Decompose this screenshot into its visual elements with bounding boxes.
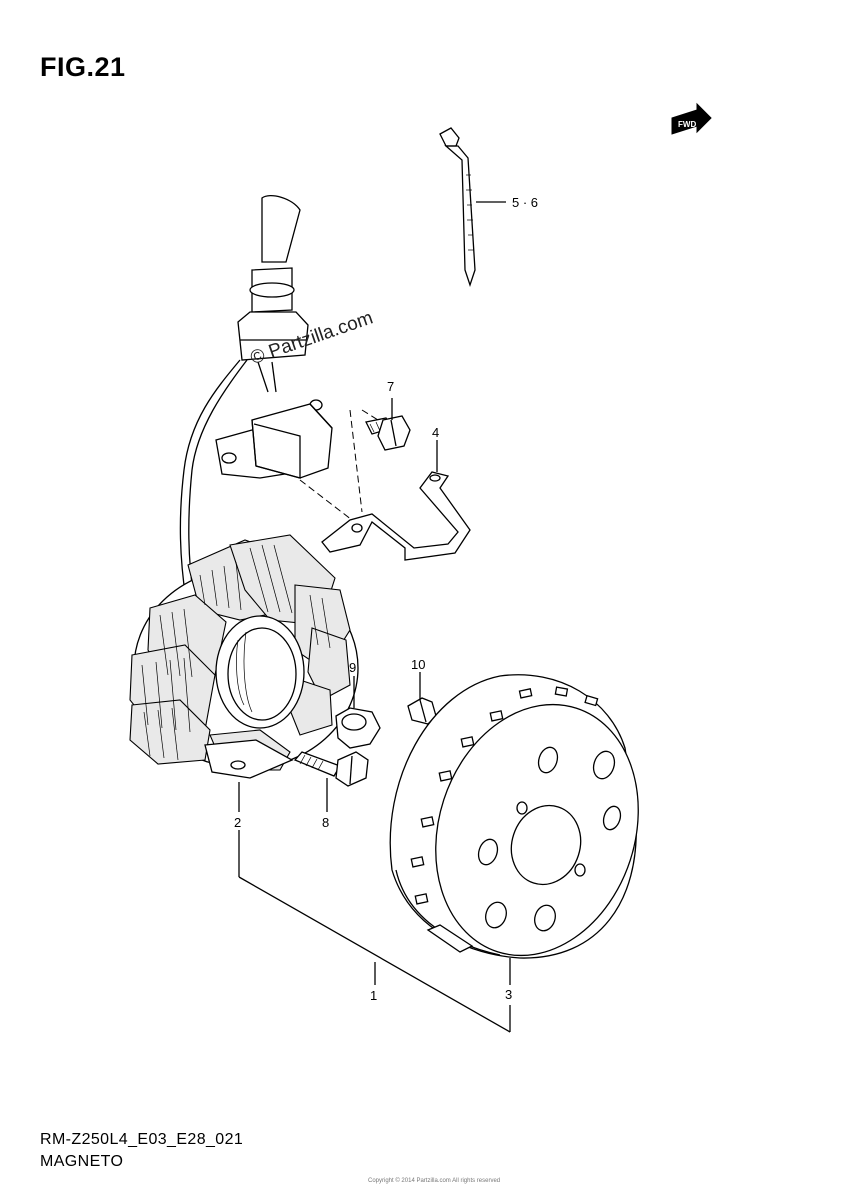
woodruff-key-10[interactable]	[407, 697, 437, 725]
fwd-label: FWD	[678, 120, 696, 129]
assembly-name: MAGNETO	[40, 1153, 124, 1170]
callout-leader-lines	[238, 201, 511, 1033]
pickup-bracket[interactable]	[321, 471, 471, 561]
footer-note: Copyright © 2014 Partzilla.com All right…	[368, 1178, 501, 1184]
stator-assembly[interactable]	[129, 534, 359, 779]
fwd-arrow-icon: FWD	[671, 102, 712, 135]
callout-10: 10	[411, 657, 425, 672]
callout-8: 8	[322, 815, 329, 830]
alignment-guide-lines	[299, 409, 379, 521]
cable-tie[interactable]	[439, 127, 476, 288]
callout-5-6: 5 · 6	[512, 195, 538, 210]
pickup-coil[interactable]	[215, 399, 333, 479]
washer-9[interactable]	[335, 707, 381, 749]
callout-9: 9	[349, 660, 356, 675]
callout-7: 7	[387, 379, 394, 394]
callout-2: 2	[234, 815, 241, 830]
rotor-flywheel[interactable]	[389, 674, 670, 982]
bolt-7[interactable]	[365, 415, 411, 451]
callout-4: 4	[432, 425, 439, 440]
callout-1: 1	[370, 988, 377, 1003]
model-code: RM-Z250L4_E03_E28_021	[40, 1131, 244, 1148]
bolt-8[interactable]	[293, 751, 369, 787]
figure-title: FIG.21	[40, 52, 126, 82]
callout-3: 3	[505, 987, 512, 1002]
stator-lead-wire	[179, 195, 309, 601]
